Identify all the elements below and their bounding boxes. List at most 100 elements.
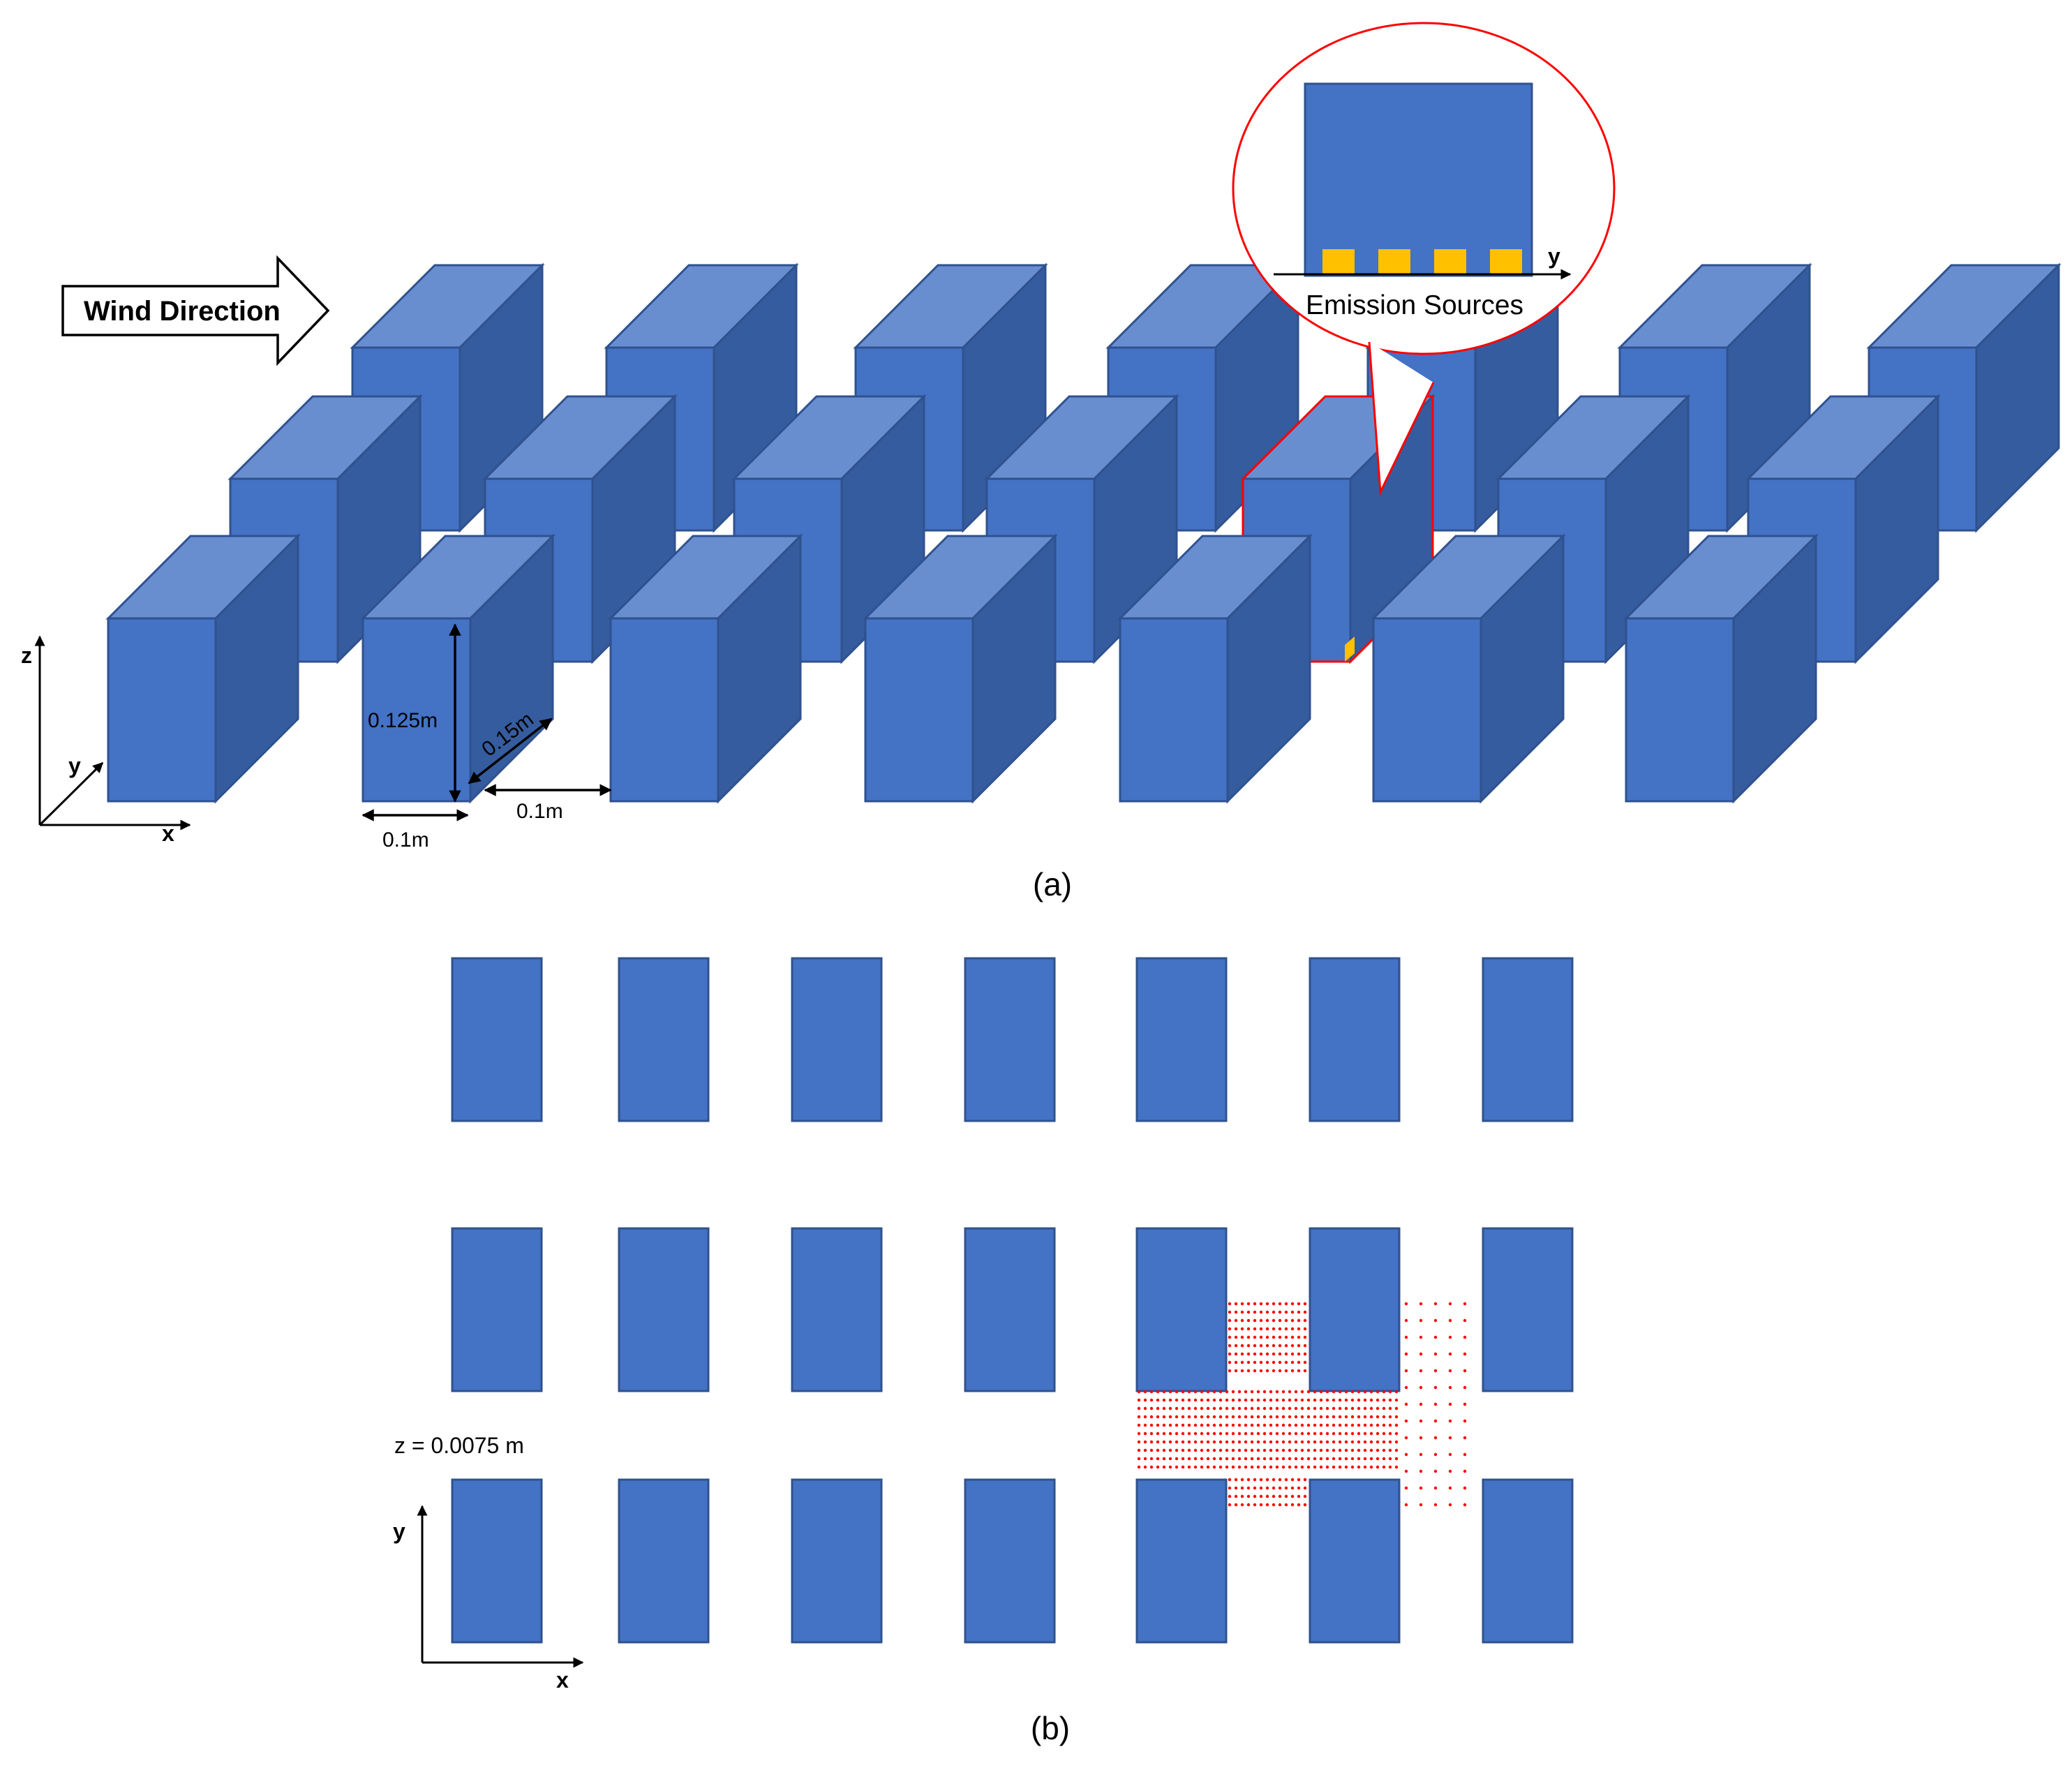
sample-point [1300, 1415, 1304, 1419]
sample-point [1284, 1302, 1288, 1306]
sample-point [1288, 1465, 1292, 1469]
plan-building [1309, 1478, 1401, 1644]
sample-point [1237, 1390, 1242, 1394]
sample-point [1259, 1344, 1263, 1348]
plan-building [964, 1478, 1056, 1644]
sample-point [1313, 1431, 1317, 1436]
sample-point [1240, 1494, 1244, 1498]
sample-point [1382, 1448, 1386, 1452]
sample-point [1350, 1398, 1355, 1402]
sample-point [1363, 1423, 1367, 1427]
sample-point [1256, 1440, 1260, 1444]
sample-point [1162, 1440, 1166, 1444]
sample-point [1344, 1415, 1348, 1419]
sample-point [1265, 1360, 1269, 1364]
sample-point [1206, 1448, 1210, 1452]
sample-point [1149, 1415, 1154, 1419]
sample-point [1272, 1302, 1276, 1306]
sample-point [1388, 1406, 1392, 1411]
sample-point [1234, 1494, 1238, 1498]
sample-point [1143, 1415, 1147, 1419]
sample-point [1272, 1478, 1276, 1482]
sample-point [1149, 1390, 1154, 1394]
sample-point [1206, 1423, 1210, 1427]
sample-point [1246, 1344, 1251, 1348]
sample-point [1259, 1310, 1263, 1314]
sample-point [1369, 1398, 1373, 1402]
sample-point [1448, 1503, 1452, 1507]
sample-point [1240, 1318, 1244, 1323]
sample-point [1272, 1360, 1276, 1364]
sample-point [1294, 1415, 1298, 1419]
sample-point [1344, 1440, 1348, 1444]
sample-point [1156, 1415, 1160, 1419]
sample-point [1303, 1478, 1307, 1482]
sample-point [1265, 1369, 1269, 1373]
building-block [1117, 533, 1313, 804]
sample-point [1344, 1390, 1348, 1394]
sample-point [1278, 1503, 1282, 1507]
sample-point [1332, 1398, 1336, 1402]
sample-point [1200, 1465, 1204, 1469]
callout-pointer [1368, 341, 1435, 496]
plan-building [1135, 1227, 1228, 1392]
axes-3d: z y x [21, 635, 191, 846]
sample-point [1200, 1440, 1204, 1444]
sample-point [1244, 1457, 1248, 1461]
sample-point [1382, 1440, 1386, 1444]
sample-point [1250, 1431, 1254, 1436]
sample-point [1338, 1448, 1342, 1452]
plan-building [618, 1227, 710, 1392]
x-axis-label: x [162, 821, 174, 846]
sample-point [1265, 1503, 1269, 1507]
sample-point [1419, 1335, 1423, 1339]
sample-point [1253, 1318, 1257, 1323]
sample-point [1218, 1465, 1223, 1469]
plan-y-axis-label: y [393, 1519, 405, 1544]
sample-point [1256, 1465, 1260, 1469]
sample-point [1284, 1310, 1288, 1314]
sample-point [1357, 1406, 1361, 1411]
sample-point [1281, 1457, 1285, 1461]
sample-point [1240, 1344, 1244, 1348]
sample-point [1275, 1465, 1279, 1469]
sample-point [1463, 1402, 1467, 1406]
sample-point [1206, 1431, 1210, 1436]
sample-point [1290, 1327, 1295, 1331]
sample-point [1253, 1369, 1257, 1373]
building-front-face [864, 617, 974, 803]
sample-point [1206, 1465, 1210, 1469]
sample-point [1265, 1310, 1269, 1314]
sample-point [1168, 1406, 1172, 1411]
sample-point [1363, 1465, 1367, 1469]
sample-point [1382, 1406, 1386, 1411]
sample-point [1463, 1302, 1467, 1306]
sample-point [1231, 1390, 1235, 1394]
sample-point [1294, 1390, 1298, 1394]
sample-point [1137, 1406, 1141, 1411]
sample-point [1262, 1390, 1267, 1394]
sample-point [1175, 1448, 1179, 1452]
sample-point [1259, 1318, 1263, 1323]
sample-point [1404, 1486, 1408, 1490]
sample-point [1463, 1503, 1467, 1507]
sample-point [1262, 1398, 1267, 1402]
sample-point [1303, 1503, 1307, 1507]
sample-point [1265, 1486, 1269, 1490]
sample-point [1294, 1465, 1298, 1469]
sample-point [1376, 1390, 1380, 1394]
sample-point [1156, 1431, 1160, 1436]
sample-point [1240, 1327, 1244, 1331]
sample-point [1253, 1352, 1257, 1356]
sample-point [1300, 1465, 1304, 1469]
sample-point [1404, 1302, 1408, 1306]
sample-point [1344, 1465, 1348, 1469]
sample-point [1376, 1398, 1380, 1402]
sample-point [1200, 1390, 1204, 1394]
sample-point [1369, 1406, 1373, 1411]
sample-point [1175, 1440, 1179, 1444]
sample-point [1193, 1431, 1198, 1436]
sample-point [1344, 1431, 1348, 1436]
sample-point [1404, 1469, 1408, 1473]
sample-point [1303, 1335, 1307, 1339]
